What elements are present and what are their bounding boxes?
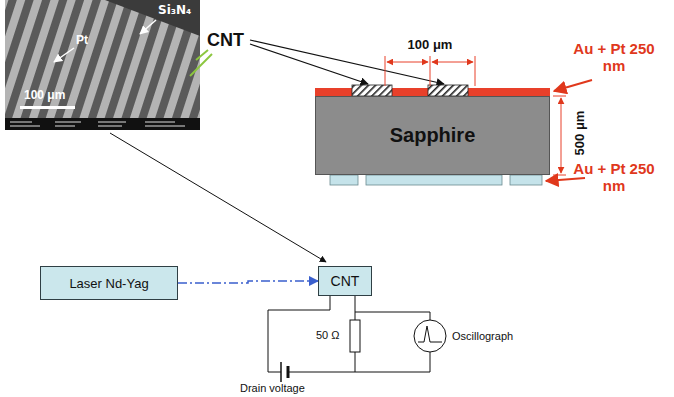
instrument-label: Oscillograph (452, 330, 513, 343)
leader-line (546, 178, 585, 181)
laser-box: Laser Nd-Yag (40, 266, 178, 300)
layer-label: Au + Pt 250 nm (572, 40, 656, 75)
leader-line (110, 133, 326, 262)
dimension-lines (553, 96, 566, 175)
leader-line (554, 80, 592, 91)
oscilloscope-symbol (414, 320, 446, 352)
material-label: Si₃N₄ (158, 4, 191, 18)
material-label: Pt (76, 34, 88, 48)
node-text: Laser Nd-Yag (69, 276, 148, 291)
dimension-label: 100 μm (400, 38, 460, 53)
dimension-label: 500 μm (573, 111, 588, 156)
dimension-lines (385, 56, 475, 86)
leader-line (190, 54, 212, 76)
resistor-label: 50 Ω (316, 329, 340, 342)
battery-symbol (281, 362, 288, 382)
node-text: Sapphire (390, 124, 476, 147)
leader-line (250, 44, 368, 84)
leader-line (140, 20, 156, 34)
scale-label: 100 μm (24, 89, 65, 103)
circuit-wires (268, 296, 430, 372)
cnt-box: CNT (318, 266, 372, 296)
sem-image (5, 0, 200, 130)
part-label: CNT (207, 30, 244, 51)
source-label: Drain voltage (240, 382, 305, 395)
leader-line (54, 48, 74, 62)
layer-label: Au + Pt 250 nm (572, 160, 656, 195)
sapphire-substrate: Sapphire (315, 96, 550, 175)
node-text: CNT (331, 273, 360, 289)
resistor-symbol (350, 320, 360, 352)
cross-section (315, 85, 550, 185)
laser-beam (178, 281, 318, 283)
